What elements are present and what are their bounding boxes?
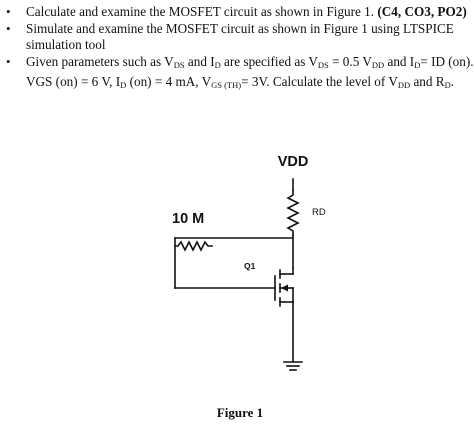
- bullet-marker: •: [6, 54, 11, 70]
- q1-label: Q1: [244, 261, 256, 271]
- course-outcome-tag: (C4, CO3, PO2): [377, 4, 467, 19]
- rd-label: RD: [312, 207, 326, 218]
- bullet-item-given: • Given parameters such as VDS and ID ar…: [0, 54, 474, 93]
- figure-caption: Figure 1: [216, 405, 264, 420]
- bullet-marker: •: [6, 21, 11, 37]
- rg-value-label: 10 M: [172, 211, 204, 227]
- question-list: • Calculate and examine the MOSFET circu…: [0, 4, 474, 95]
- rd-resistor-icon: [286, 189, 300, 236]
- bullet-item-calculate: • Calculate and examine the MOSFET circu…: [0, 4, 474, 19]
- rg-resistor-icon: [174, 240, 213, 252]
- vdd-label: VDD: [278, 154, 309, 170]
- bullet-text: Calculate and examine the MOSFET circuit…: [26, 4, 378, 19]
- bullet-marker: •: [6, 4, 11, 19]
- nmos-arrow-icon: [281, 284, 288, 292]
- bullet-item-simulate: • Simulate and examine the MOSFET circui…: [0, 21, 474, 52]
- given-text: Given parameters such as VDS and ID are …: [26, 54, 474, 90]
- bullet-text-line-1: Simulate and examine the MOSFET circuit …: [26, 21, 454, 37]
- bullet-text-line-2: simulation tool: [26, 36, 106, 52]
